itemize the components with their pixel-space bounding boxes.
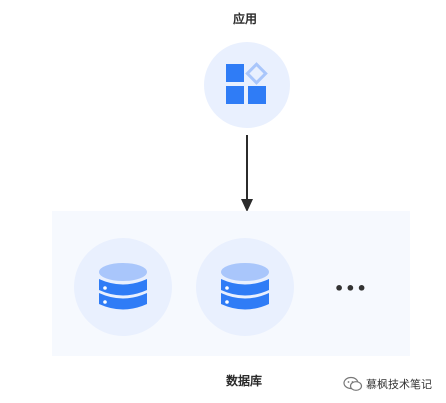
database-node-2 <box>196 238 294 336</box>
database-icon <box>99 263 147 310</box>
database-node-1 <box>74 238 172 336</box>
database-label: 数据库 <box>226 374 263 388</box>
wechat-icon <box>343 376 363 391</box>
watermark-text: 慕枫技术笔记 <box>366 378 432 391</box>
arrow-down-icon <box>241 135 253 212</box>
watermark: 慕枫技术笔记 <box>343 376 432 392</box>
database-group: ••• <box>52 211 410 356</box>
app-node <box>204 42 290 128</box>
more-ellipsis: ••• <box>334 279 368 298</box>
application-grid-icon <box>226 62 268 104</box>
app-label: 应用 <box>233 12 258 26</box>
database-icon <box>221 263 269 310</box>
